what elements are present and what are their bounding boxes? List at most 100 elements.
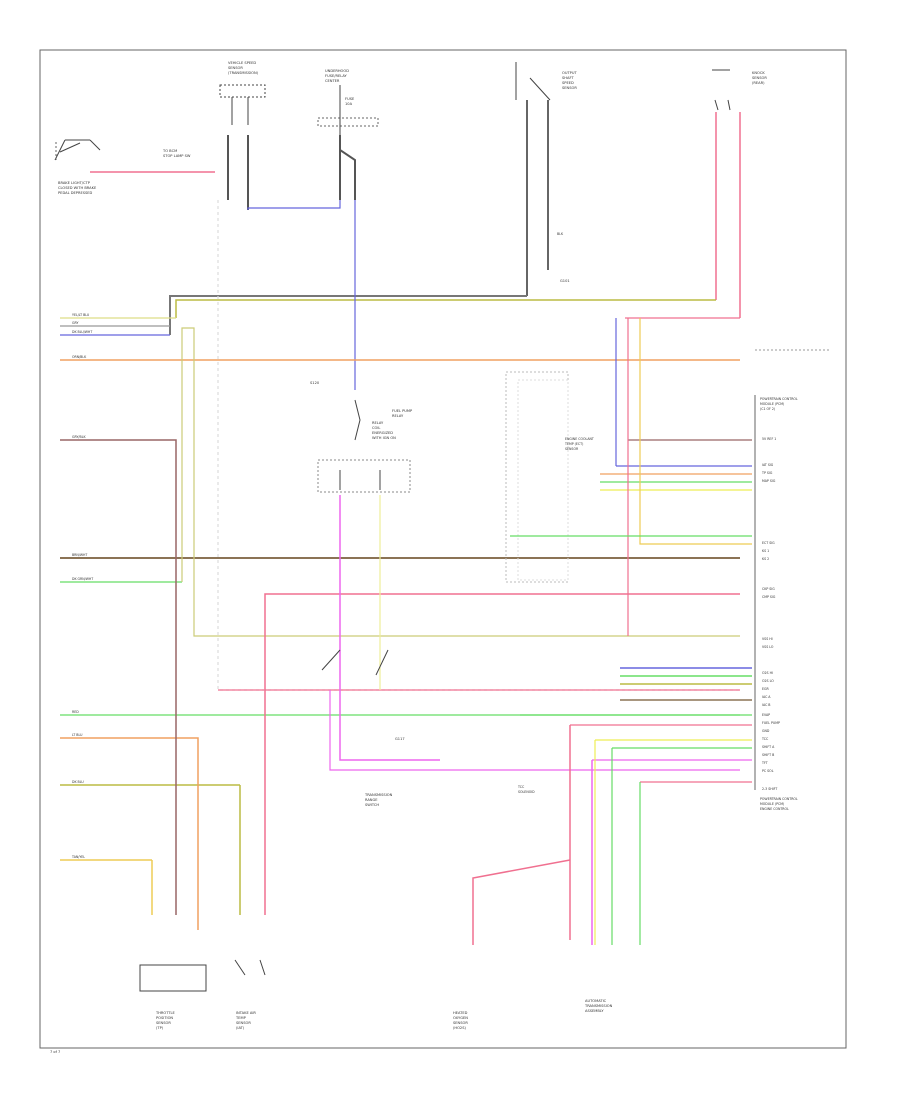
- left-wire-1: YEL/LT BLU: [72, 313, 90, 317]
- fuel-pump-relay: S120 FUEL PUMP RELAY RELAY COIL ENERGIZE…: [310, 381, 413, 493]
- left-wire-7: DK GRN/WHT: [72, 577, 93, 581]
- tcc-label-1: TCC: [517, 785, 525, 789]
- pcm-pin: EGR: [762, 687, 769, 691]
- oss-label-1: OUTPUT: [562, 71, 577, 75]
- left-wire-5: GRY/BLK: [72, 435, 86, 439]
- pcm-pin: TCC: [761, 737, 769, 741]
- pcm-connector: POWERTRAIN CONTROL MODULE (PCM) (C1 OF 2…: [754, 349, 830, 790]
- brake-switch-label-2: CLOSED WITH BRAKE: [58, 186, 97, 190]
- ect-label-1: ENGINE COOLANT: [565, 437, 594, 441]
- fuse-label-1: FUSE: [345, 97, 355, 101]
- relay-desc-1: RELAY: [372, 421, 384, 425]
- fuse-block-label-3: CENTER: [325, 79, 340, 83]
- oss-label-3: SPEED: [562, 81, 574, 85]
- heated-oxygen-sensor: HEATED OXYGEN SENSOR (HO2S): [453, 1011, 468, 1030]
- ho2s-label-4: (HO2S): [453, 1026, 467, 1030]
- pcm-pin: IAC A: [762, 695, 771, 699]
- pcm-pin: CKP SIG: [762, 587, 775, 591]
- intake-air-temp-sensor: INTAKE AIR TEMP SENSOR (IAT): [234, 959, 266, 1030]
- left-wire-9: LT BLU: [72, 733, 83, 737]
- left-wire-11: TAN/YEL: [71, 855, 85, 859]
- pcm-pin: VSS LO: [762, 645, 774, 649]
- pcm-footer-1: POWERTRAIN CONTROL: [760, 797, 798, 801]
- left-wire-2: GRY: [72, 321, 78, 325]
- left-wire-labels: YEL/LT BLU GRY DK BLU/WHT ORN/BLK GRY/BL…: [71, 313, 93, 859]
- pcm-header-1: POWERTRAIN CONTROL: [760, 397, 798, 401]
- diagram-border: [39, 49, 847, 1049]
- fuse-label-2: 10A: [345, 102, 353, 106]
- pcm-pin: FUEL PUMP: [762, 721, 780, 725]
- ho2s-label-1: HEATED: [453, 1011, 468, 1015]
- pcm-pin: O2S HI: [762, 671, 773, 675]
- pcm-pin: ECT SIG: [762, 541, 775, 545]
- knock-label-3: (REAR): [752, 81, 765, 85]
- vss-label-1: VEHICLE SPEED: [228, 61, 256, 65]
- ho2s-label-3: SENSOR: [453, 1021, 468, 1025]
- pcm-pin: VSS HI: [762, 637, 773, 641]
- ect-label-2: TEMP (ECT): [564, 442, 583, 446]
- trans-label-3: ASSEMBLY: [585, 1009, 604, 1013]
- knock-sensor: KNOCK SENSOR (REAR): [712, 69, 767, 111]
- fuse-block-label-2: FUSE/RELAY: [325, 74, 347, 78]
- tp-label-1: THROTTLE: [155, 1011, 176, 1015]
- automatic-transmission-assembly: AUTOMATIC TRANSMISSION ASSEMBLY: [584, 999, 613, 1013]
- pcm-header-3: (C1 OF 2): [760, 407, 775, 411]
- brake-pin-1: TO BCM: [162, 149, 177, 153]
- fuse-block: UNDERHOOD FUSE/RELAY CENTER FUSE 10A: [317, 69, 379, 135]
- vss-label-2: SENSOR: [228, 66, 243, 70]
- pcm-pin: GND: [762, 729, 770, 733]
- trans-label-1: AUTOMATIC: [585, 999, 607, 1003]
- pcm-pin: O2S LO: [762, 679, 774, 683]
- ground-g101: G101: [560, 279, 570, 283]
- fuse-block-label-1: UNDERHOOD: [325, 69, 349, 73]
- relay-desc-4: WITH IGN ON: [372, 436, 396, 440]
- ect-label-3: SENSOR: [565, 447, 579, 451]
- pcm-pin: CMP SIG: [762, 595, 776, 599]
- iat-label-3: SENSOR: [236, 1021, 251, 1025]
- knock-label-1: KNOCK: [752, 71, 765, 75]
- pcm-footer-2: MODULE (PCM): [760, 802, 784, 806]
- trans-label-2: TRANSMISSION: [584, 1004, 613, 1008]
- pcm-pin: KS 2: [762, 557, 769, 561]
- brake-pin-2: STOP LAMP SW: [163, 154, 191, 158]
- brake-switch-label-3: PEDAL DEPRESSED: [58, 191, 93, 195]
- pcm-pin-labels: 5V REF 1 IAT SIG TP SIG MAP SIG ECT SIG …: [760, 437, 798, 811]
- oss-wire-label: BLK: [557, 232, 564, 236]
- left-wire-8: RED: [72, 710, 79, 714]
- left-wire-3: DK BLU/WHT: [72, 330, 92, 334]
- ho2s-label-2: OXYGEN: [453, 1016, 468, 1020]
- pcm-pin: EVAP: [762, 713, 770, 717]
- pcm-pin: MAP SIG: [762, 479, 776, 483]
- pcm-pin: SHIFT B: [762, 753, 774, 757]
- tr-switch-2: RANGE: [365, 798, 378, 802]
- vehicle-speed-sensor: VEHICLE SPEED SENSOR (TRANSMISSION): [219, 61, 266, 125]
- brake-switch-label-1: BRAKE LIGHT/CTP: [58, 181, 91, 185]
- tp-label-3: SENSOR: [156, 1021, 171, 1025]
- vss-label-3: (TRANSMISSION): [228, 71, 259, 75]
- ground-g117: G117: [395, 737, 405, 741]
- tr-switch-3: SWITCH: [365, 803, 379, 807]
- iat-label-4: (IAT): [236, 1026, 245, 1030]
- oss-label-4: SENSOR: [562, 86, 577, 90]
- pcm-pin: KS 1: [762, 549, 769, 553]
- relay-desc-3: ENERGIZED: [372, 431, 393, 435]
- pcm-pin: PC SOL: [762, 769, 774, 773]
- relay-label-1: FUEL PUMP: [392, 409, 413, 413]
- throttle-position-sensor: THROTTLE POSITION SENSOR (TP): [139, 964, 207, 1030]
- pcm-pin: TP SIG: [761, 471, 773, 475]
- relay-label-2: RELAY: [392, 414, 404, 418]
- output-shaft-speed-sensor: OUTPUT SHAFT SPEED SENSOR: [515, 62, 577, 101]
- pcm-pin: IAC B: [762, 703, 771, 707]
- relay-desc-2: COIL: [372, 426, 380, 430]
- splice-label: S120: [310, 381, 320, 385]
- tr-switch-1: TRANSMISSION: [364, 793, 393, 797]
- pcm-header-2: MODULE (PCM): [760, 402, 784, 406]
- pcm-pin: TFT: [761, 761, 768, 765]
- oss-label-2: SHAFT: [562, 76, 574, 80]
- ect-sensor: ENGINE COOLANT TEMP (ECT) SENSOR: [564, 437, 594, 451]
- tp-label-4: (TP): [156, 1026, 164, 1030]
- tp-label-2: POSITION: [156, 1016, 173, 1020]
- page-number: 7 of 7: [50, 1050, 60, 1054]
- left-wire-4: ORN/BLK: [72, 355, 87, 359]
